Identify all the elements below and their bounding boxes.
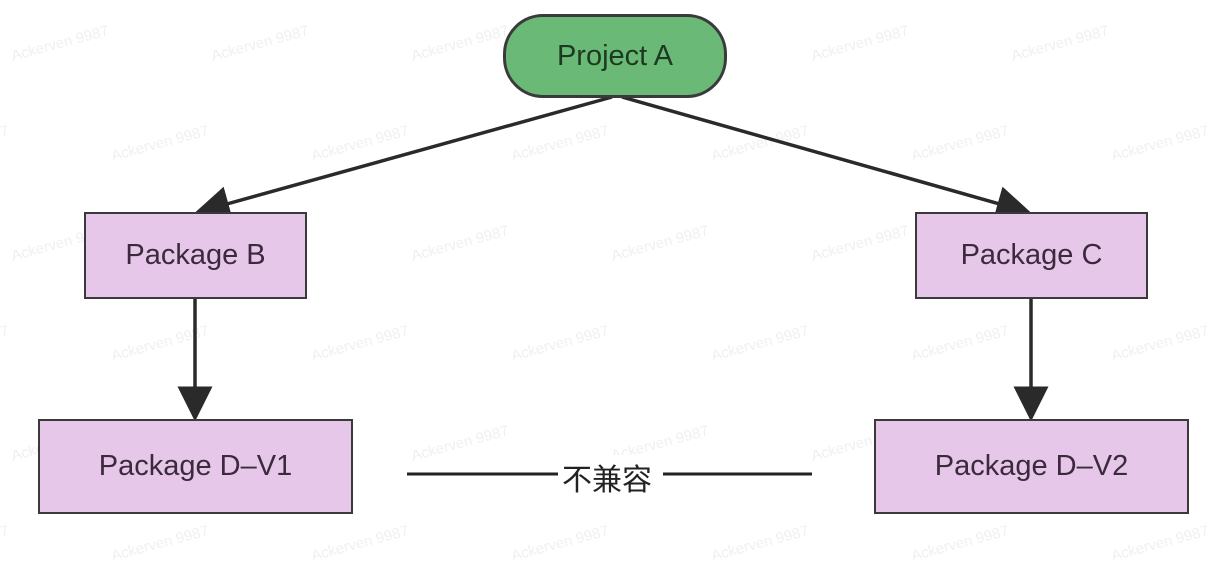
node-label: Package D–V1 — [98, 450, 293, 482]
edge-a-to-b — [194, 95, 613, 221]
conflict-label: 不兼容 — [558, 455, 656, 499]
edge-a-to-c — [621, 95, 1032, 221]
node-package-d-v2: Package D–V2 — [874, 419, 1189, 514]
node-label: Project A — [556, 39, 674, 72]
node-package-b: Package B — [84, 212, 307, 299]
node-project-a: Project A — [503, 14, 727, 98]
node-package-c: Package C — [915, 212, 1148, 299]
node-label: Package C — [960, 239, 1103, 271]
node-package-d-v1: Package D–V1 — [38, 419, 353, 514]
edges — [177, 95, 1049, 476]
node-label: Package D–V2 — [934, 450, 1129, 482]
node-label: Package B — [125, 239, 266, 271]
